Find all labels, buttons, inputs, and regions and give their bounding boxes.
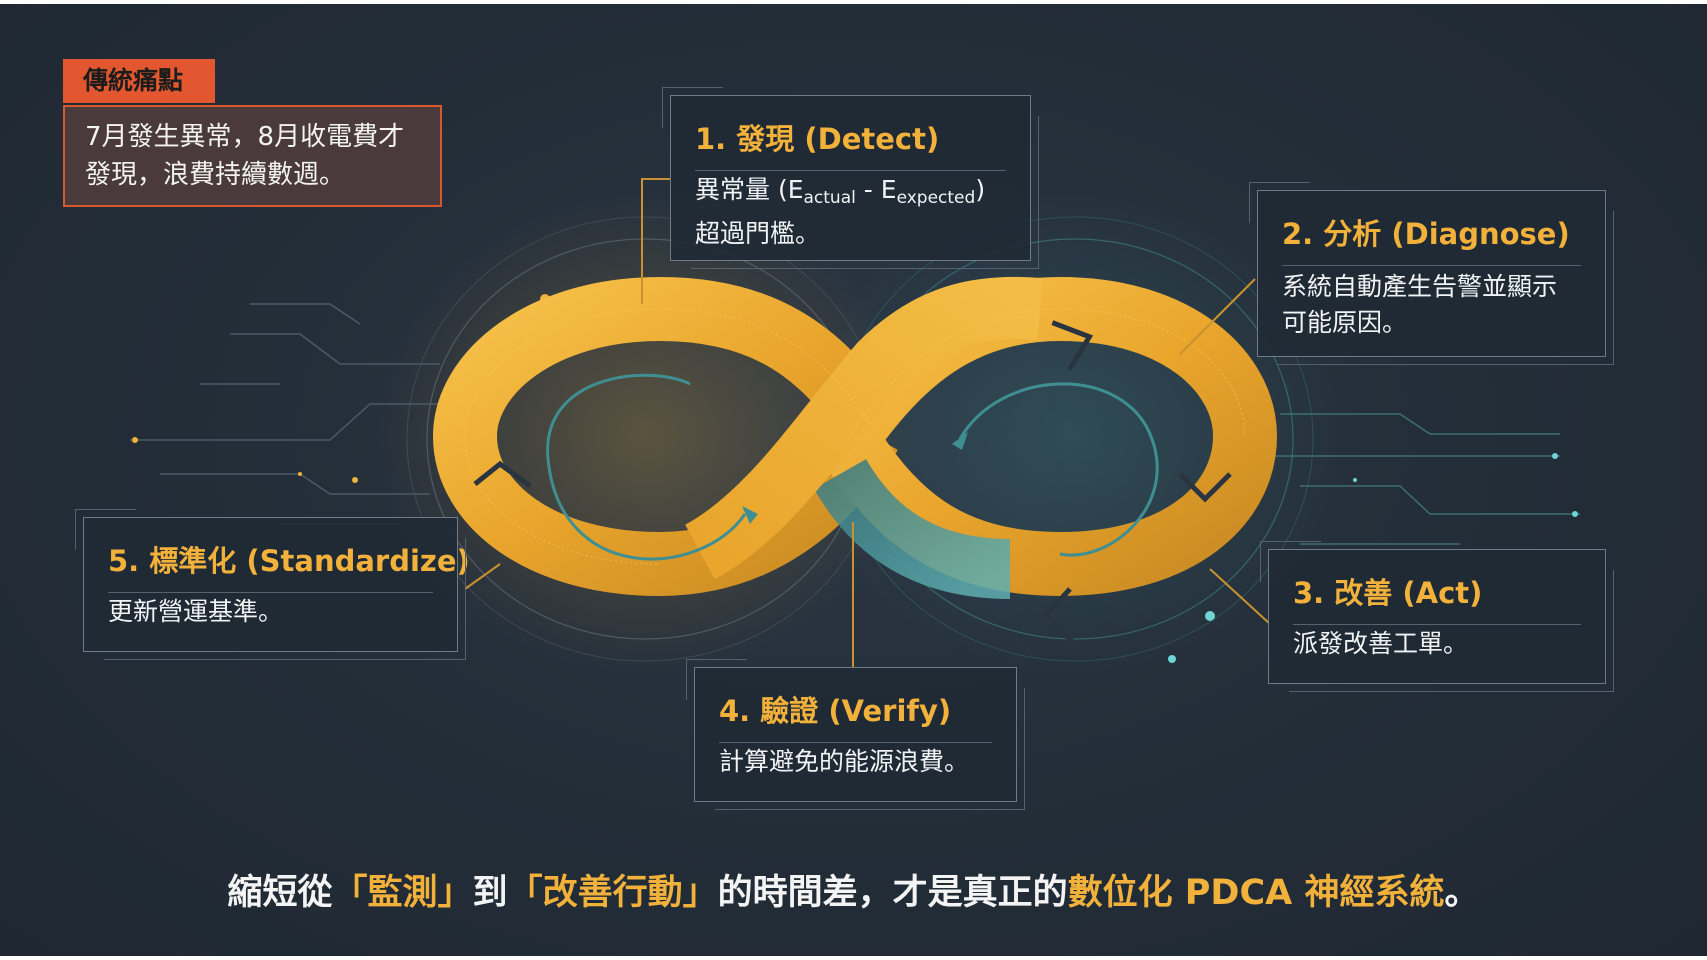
pain-point-box: 7月發生異常，8月收電費才 發現，浪費持續數週。 [63,105,442,207]
step-verify-line1: 計算避免的能源浪費。 [719,747,970,776]
step-standardize-title: 5. 標準化 (Standardize) [108,538,470,593]
step-diagnose-title: 2. 分析 (Diagnose) [1282,211,1581,266]
pain-point-tag-label: 傳統痛點 [83,66,184,95]
step-act-title: 3. 改善 (Act) [1293,570,1581,625]
pain-point-text: 7月發生異常，8月收電費才 發現，浪費持續數週。 [85,118,430,194]
diagram-canvas: 傳統痛點 7月發生異常，8月收電費才 發現，浪費持續數週。 1. 發現 (Det… [0,4,1707,956]
step-verify-body: 計算避免的能源浪費。 [719,744,998,780]
step-act-body: 派發改善工單。 [1293,626,1587,662]
bottom-part7: 。 [1444,873,1480,913]
pain-point-line2: 發現，浪費持續數週。 [85,160,346,190]
connector-lines [464,178,1271,669]
bottom-part4: 「改善行動」 [507,873,718,913]
bottom-part5: 的時間差，才是真正的 [717,873,1068,913]
inner-arrowheads [742,432,968,524]
step-detect-formula: 異常量 (Eactual - Eexpected) [695,175,986,208]
teal-underpass [813,458,1011,599]
infinity-band [432,276,1278,599]
step-diagnose-body: 系統自動產生告警並顯示 可能原因。 [1282,269,1587,341]
inner-flow-arrows [546,373,1159,561]
circuit-lines-right [1270,413,1580,545]
step-detect-line2: 超過門檻。 [695,219,821,248]
pain-point-tag: 傳統痛點 [63,59,215,103]
crossing-strand [684,276,1043,580]
bottom-part3: 到 [472,873,508,913]
step-diagnose-card: 2. 分析 (Diagnose) 系統自動產生告警並顯示 可能原因。 [1249,182,1614,365]
step-act-line1: 派發改善工單。 [1293,629,1469,658]
bottom-statement: 縮短從「監測」到「改善行動」的時間差，才是真正的數位化 PDCA 神經系統。 [0,864,1707,915]
step-standardize-line1: 更新營運基準。 [108,597,284,626]
band-chevrons [473,320,1232,646]
step-diagnose-line1: 系統自動產生告警並顯示 [1282,272,1558,301]
infinity-loop-graphic [130,178,1580,674]
bottom-part1: 縮短從 [227,873,333,913]
step-standardize-body: 更新營運基準。 [108,594,439,630]
step-detect-body: 異常量 (Eactual - Eexpected) 超過門檻。 [695,172,1012,252]
pain-point-line1: 7月發生異常，8月收電費才 [85,122,405,152]
step-detect-card: 1. 發現 (Detect) 異常量 (Eactual - Eexpected)… [662,87,1039,269]
circuit-dots-right [1168,453,1578,663]
step-diagnose-line2: 可能原因。 [1282,308,1408,337]
bottom-part2: 「監測」 [332,873,473,913]
step-verify-title: 4. 驗證 (Verify) [719,688,992,743]
step-verify-card: 4. 驗證 (Verify) 計算避免的能源浪費。 [686,659,1025,810]
step-standardize-card: 5. 標準化 (Standardize) 更新營運基準。 [75,509,470,660]
bottom-part6: 數位化 PDCA 神經系統 [1067,873,1445,913]
step-detect-title: 1. 發現 (Detect) [695,116,1006,171]
step-act-card: 3. 改善 (Act) 派發改善工單。 [1260,541,1614,692]
